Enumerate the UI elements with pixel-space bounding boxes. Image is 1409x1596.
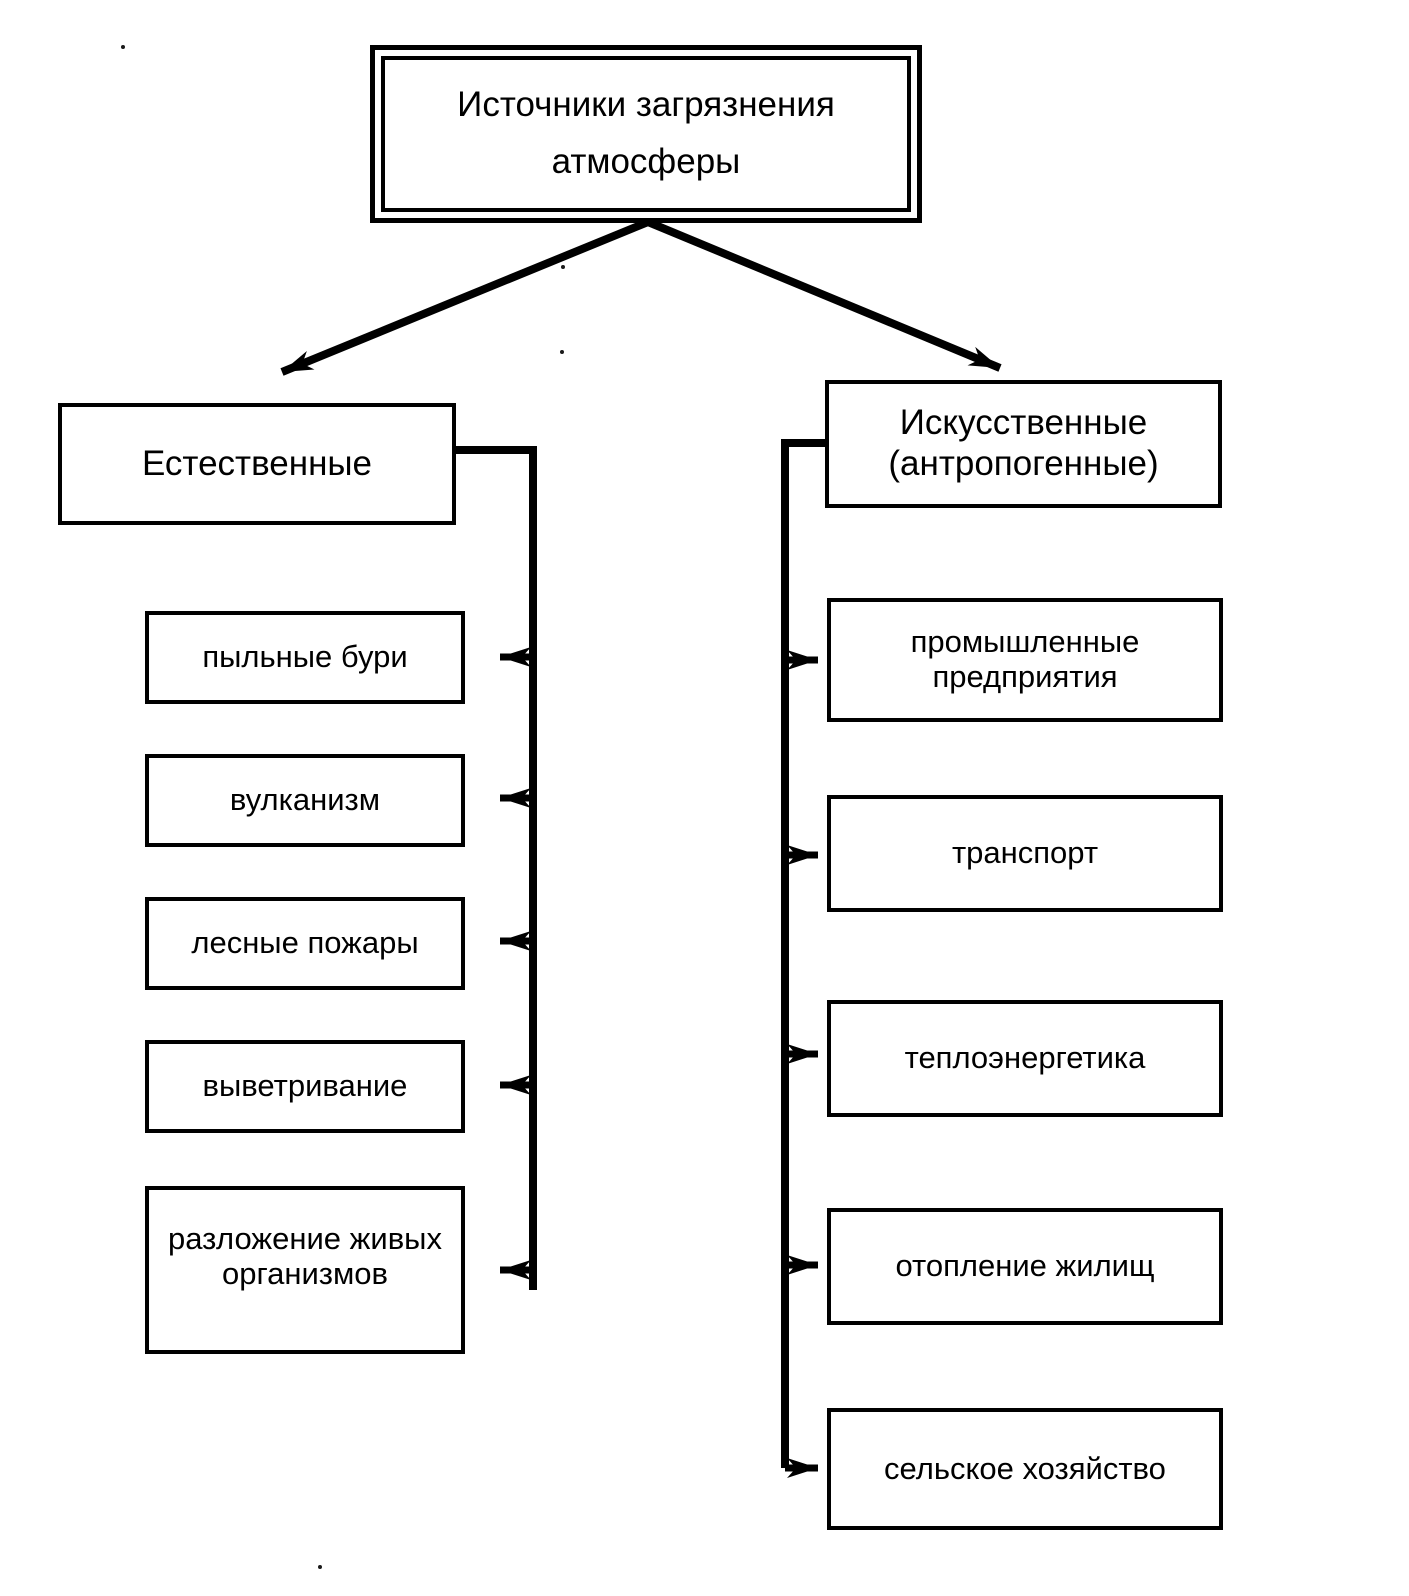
scan-speck bbox=[318, 1565, 322, 1569]
item-node-decomposition[interactable]: разложение живых организмов bbox=[145, 1186, 465, 1354]
scan-speck bbox=[121, 45, 125, 49]
item-node-decomposition-label: разложение живых организмов bbox=[168, 1221, 442, 1291]
item-node-transport-label: транспорт bbox=[951, 835, 1099, 871]
scan-speck bbox=[561, 265, 565, 269]
item-node-forest-fires[interactable]: лесные пожары bbox=[145, 897, 465, 990]
item-node-industrial-enterprises-label: промышленные предприятия bbox=[910, 624, 1140, 694]
item-node-forest-fires-label: лесные пожары bbox=[191, 925, 419, 961]
branch-node-artificial[interactable]: Искусственные (антропогенные) bbox=[825, 380, 1222, 508]
item-node-transport[interactable]: транспорт bbox=[827, 795, 1223, 912]
item-node-thermal-power[interactable]: теплоэнергетика bbox=[827, 1000, 1223, 1117]
item-node-weathering[interactable]: выветривание bbox=[145, 1040, 465, 1133]
splitter-arrow-right bbox=[646, 218, 1002, 372]
item-node-agriculture[interactable]: сельское хозяйство bbox=[827, 1408, 1223, 1530]
item-node-dust-storms-label: пыльные бури bbox=[202, 639, 408, 675]
item-node-home-heating-label: отопление жилищ bbox=[895, 1248, 1155, 1284]
item-node-home-heating[interactable]: отопление жилищ bbox=[827, 1208, 1223, 1325]
natural-bus bbox=[455, 446, 537, 1290]
branch-node-natural[interactable]: Естественные bbox=[58, 403, 456, 525]
root-node-label: Источники загрязнения атмосферы bbox=[457, 85, 835, 181]
item-node-volcanism[interactable]: вулканизм bbox=[145, 754, 465, 847]
artificial-bus bbox=[781, 439, 827, 1478]
root-node-pollution-sources[interactable]: Источники загрязнения атмосферы bbox=[370, 45, 922, 223]
root-node-inner-frame: Источники загрязнения атмосферы bbox=[381, 56, 911, 212]
item-node-volcanism-label: вулканизм bbox=[229, 782, 381, 818]
item-node-industrial-enterprises[interactable]: промышленные предприятия bbox=[827, 598, 1223, 722]
branch-node-natural-label: Естественные bbox=[141, 443, 373, 483]
branch-node-artificial-label: Искусственные (антропогенные) bbox=[888, 403, 1159, 483]
item-node-thermal-power-label: теплоэнергетика bbox=[904, 1040, 1146, 1076]
item-node-weathering-label: выветривание bbox=[202, 1068, 408, 1104]
item-node-agriculture-label: сельское хозяйство bbox=[884, 1450, 1166, 1486]
item-node-dust-storms[interactable]: пыльные бури bbox=[145, 611, 465, 704]
splitter-arrow-left bbox=[280, 218, 650, 376]
scan-speck bbox=[560, 350, 564, 354]
